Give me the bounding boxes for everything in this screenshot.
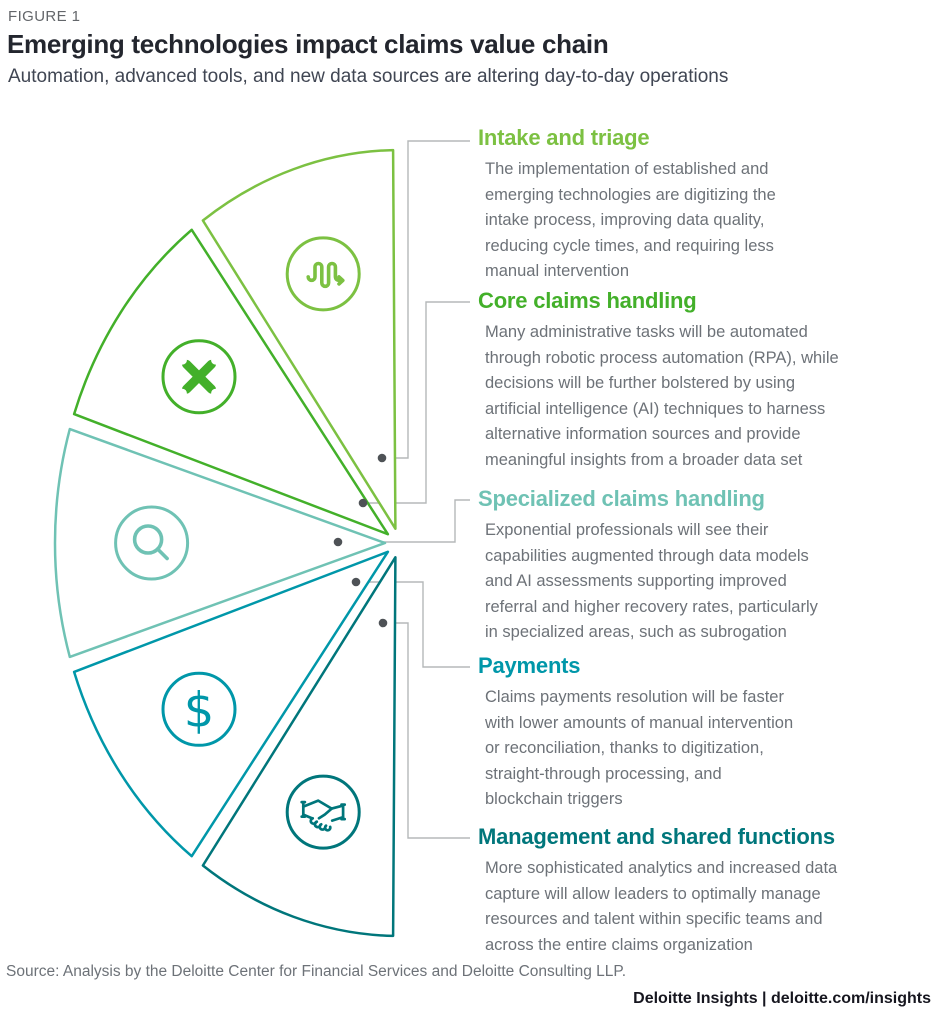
page-title: Emerging technologies impact claims valu… xyxy=(7,29,609,59)
section-intake-and-triage: Intake and triage The implementation of … xyxy=(478,124,930,285)
section-core-claims-handling: Core claims handling Many administrative… xyxy=(478,287,930,473)
connector-dot xyxy=(377,453,387,463)
dollar-icon: $ xyxy=(161,671,237,747)
section-specialized-claims-handling: Specialized claims handling Exponential … xyxy=(478,485,930,646)
deloitte-insights-brand: Deloitte Insights | deloitte.com/insight… xyxy=(633,990,931,1007)
handshake-icon xyxy=(285,774,361,850)
page-subtitle: Automation, advanced tools, and new data… xyxy=(8,66,729,87)
section-heading: Core claims handling xyxy=(478,288,697,313)
wedge-management-and-shared-functions xyxy=(201,556,397,938)
wedge-intake-and-triage xyxy=(201,148,397,530)
crossed-wrenches-icon xyxy=(161,339,237,415)
section-heading: Specialized claims handling xyxy=(478,486,765,511)
wedge-payments xyxy=(72,550,390,858)
svg-text:$: $ xyxy=(184,682,215,738)
section-payments: Payments Claims payments resolution will… xyxy=(478,652,930,813)
connector-dot xyxy=(358,498,368,508)
connector-dot xyxy=(378,618,388,628)
section-heading: Payments xyxy=(478,653,581,678)
flow-arrow-icon xyxy=(285,236,361,312)
wedge-specialized-claims-handling xyxy=(53,427,387,659)
section-body: Exponential professionals will see their… xyxy=(485,521,818,641)
section-management-and-shared-functions: Management and shared functions More sop… xyxy=(478,823,930,958)
wedge-core-claims-handling xyxy=(72,228,390,536)
section-body: Claims payments resolution will be faste… xyxy=(485,688,794,808)
connector-line xyxy=(338,499,470,543)
connector-dot xyxy=(351,577,361,587)
section-body: Many administrative tasks will be automa… xyxy=(485,323,839,469)
magnifier-icon xyxy=(114,505,190,581)
section-heading: Intake and triage xyxy=(478,125,650,150)
section-body: The implementation of established and em… xyxy=(485,160,776,280)
source-note: Source: Analysis by the Deloitte Center … xyxy=(6,963,627,980)
section-body: More sophisticated analytics and increas… xyxy=(485,859,838,954)
section-heading: Management and shared functions xyxy=(478,824,835,849)
figure-label: FIGURE 1 xyxy=(8,8,81,25)
connector-dot xyxy=(333,537,343,547)
